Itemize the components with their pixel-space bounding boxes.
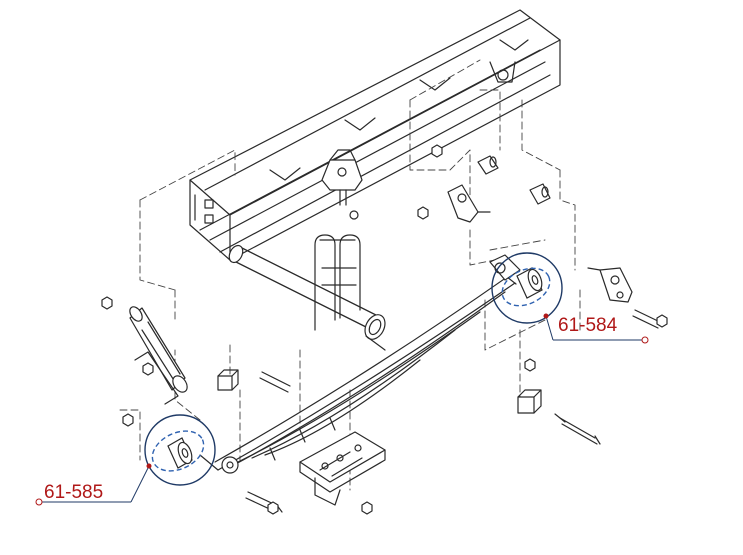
bump-stop-left [217, 369, 239, 391]
nut-7 [656, 314, 668, 328]
nut-6 [524, 358, 536, 372]
bushing-61-585 [144, 414, 216, 486]
u-bolts [314, 234, 361, 331]
bolt-right-upper [632, 309, 661, 329]
nut-3 [101, 296, 113, 310]
bushing-upper-2 [529, 183, 551, 205]
bolt-right-lower [554, 413, 601, 445]
nut-8 [361, 501, 373, 515]
leader-61-584 [543, 313, 649, 344]
rear-shackle-bracket [587, 267, 633, 303]
frame-rail [189, 9, 561, 261]
bump-stop-right [517, 389, 542, 414]
front-hanger [489, 61, 516, 83]
callout-61-584-label[interactable]: 61-584 [558, 315, 618, 336]
front-spring-eye [489, 254, 521, 281]
nut-9 [267, 501, 279, 515]
nut-4 [122, 413, 134, 427]
spring-seat-plate [299, 431, 386, 506]
center-bracket [321, 149, 363, 220]
nut-5 [142, 362, 154, 376]
axle-tube [228, 244, 386, 351]
leader-61-585 [35, 463, 152, 506]
callout-61-585-label[interactable]: 61-585 [44, 482, 104, 503]
bushing-61-584 [491, 252, 563, 324]
nut-2 [417, 206, 429, 220]
shock-absorber [129, 306, 188, 405]
bushing-upper-1 [477, 155, 499, 175]
mid-hanger-plate [447, 184, 491, 223]
bolt-center-small [259, 371, 291, 393]
rear-spring-eye [221, 456, 239, 474]
nut-1 [431, 144, 443, 158]
